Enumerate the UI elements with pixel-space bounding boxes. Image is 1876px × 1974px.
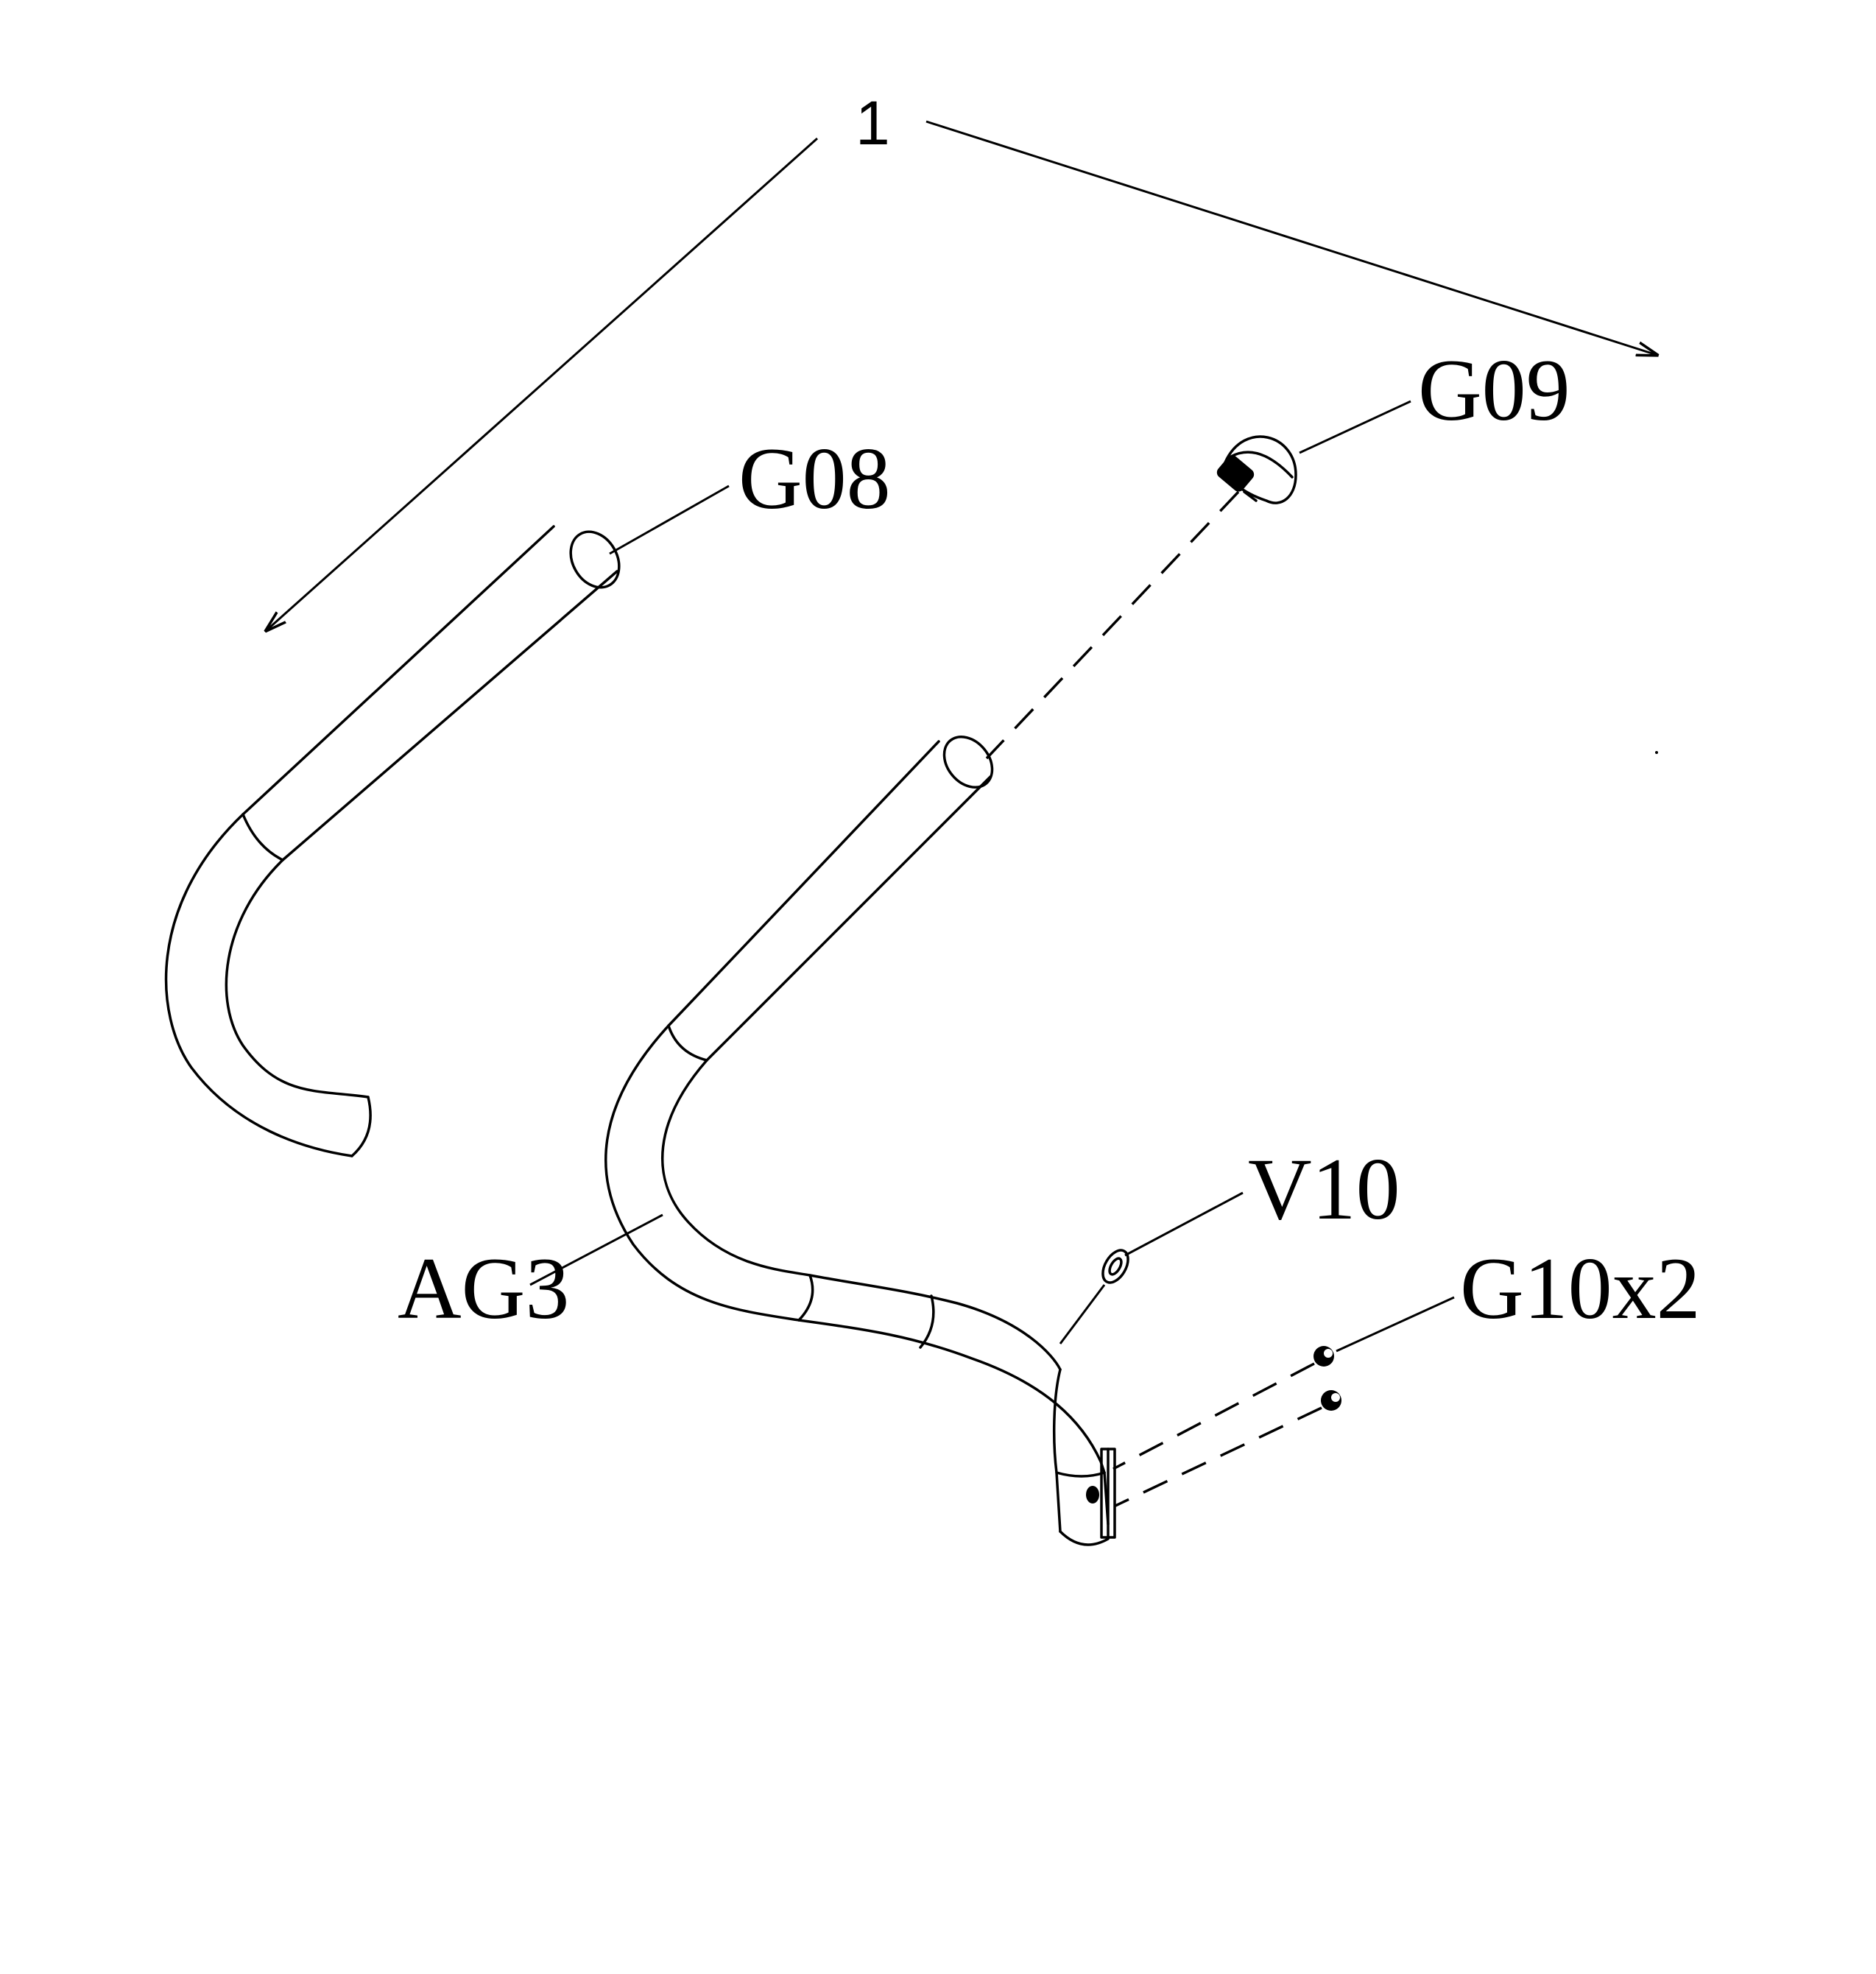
g10-leader-line [1336, 1296, 1455, 1353]
g08-label: G08 [738, 429, 891, 527]
assembly-number-label: 1 [856, 88, 890, 158]
g09-assembly-path [985, 490, 1240, 760]
g10-assembly-path-2 [1115, 1406, 1322, 1507]
ag3-tube [604, 736, 1116, 1546]
g10-label: G10x2 [1460, 1239, 1701, 1337]
v10-leader-line-2 [1059, 1284, 1106, 1344]
assembly-arrow-right [925, 120, 1657, 355]
ag3-label: AG3 [398, 1239, 569, 1337]
v10-leader-line [1124, 1191, 1244, 1257]
v10-label: V10 [1248, 1140, 1400, 1238]
g10-screws [1313, 1346, 1341, 1411]
g09-leader-line [1299, 400, 1411, 454]
g10-assembly-path-1 [1112, 1362, 1315, 1470]
g08-tube [164, 525, 621, 1157]
ag3-leader-line [529, 1213, 663, 1286]
g09-end-cap [1216, 435, 1297, 504]
assembly-arrow-left [267, 137, 818, 630]
g09-label: G09 [1418, 341, 1570, 439]
v10-washer [1101, 1249, 1129, 1284]
scan-speck [1655, 751, 1658, 754]
g08-leader-line [609, 484, 730, 555]
